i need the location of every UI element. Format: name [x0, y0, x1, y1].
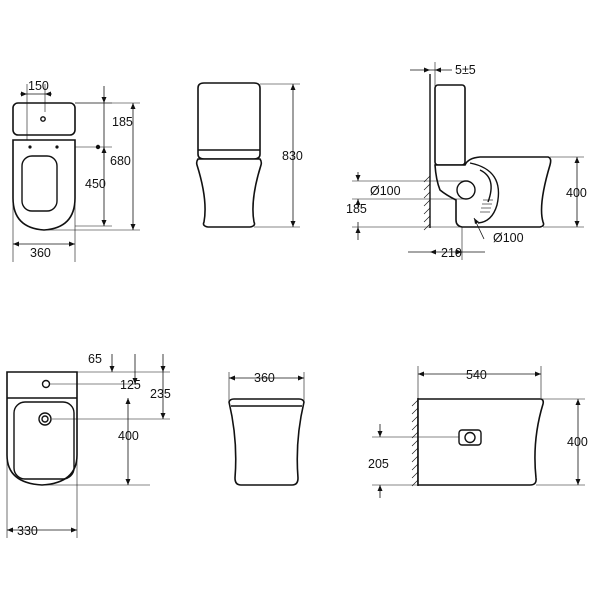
bidet-top-basin: [13, 401, 75, 480]
wc-top-dim-680: 680: [110, 154, 131, 168]
wc-top-dim-185: 185: [112, 115, 133, 129]
wc-side-dim-outlet: Ø100: [370, 184, 401, 198]
wc-top-flush-hole: [40, 116, 46, 122]
wc-top-dim-360: 360: [30, 246, 51, 260]
bidet-front-view: 360: [228, 371, 305, 486]
wc-top-hinge-left: [28, 145, 32, 149]
wc-top-tank: [12, 102, 76, 136]
bidet-top-dim-65: 65: [88, 352, 102, 366]
bidet-top-dim-400: 400: [118, 429, 139, 443]
bidet-side-wall-hatch: [411, 399, 419, 487]
bidet-side-view: 540 400 205: [368, 366, 588, 498]
wc-front-bowl: [195, 158, 263, 228]
wc-top-dim-150: 150: [28, 79, 49, 93]
bidet-front-body: [228, 398, 305, 486]
wc-top-dim-450: 450: [85, 177, 106, 191]
bidet-top-view: 65 125 235 400 330: [6, 352, 171, 538]
bidet-top-drain-outer: [38, 412, 52, 426]
wc-side-dim-inlet: Ø100: [493, 231, 524, 245]
bidet-top-drain-inner: [41, 415, 49, 423]
wc-front-dim-830: 830: [282, 149, 303, 163]
wc-side-bowl: [434, 156, 552, 228]
wc-side-dim-gap: 5±5: [455, 63, 476, 77]
bidet-top-outline: [6, 371, 78, 486]
wc-top-view: 150 185 450 680 360: [12, 79, 140, 262]
wc-side-dim-185: 185: [346, 202, 367, 216]
bidet-top-dim-235: 235: [150, 387, 171, 401]
bidet-side-dim-540: 540: [466, 368, 487, 382]
bidet-top-tap-hole: [41, 379, 51, 389]
wc-side-dim-400: 400: [566, 186, 587, 200]
bidet-side-outlet-pipe: [464, 431, 476, 444]
bidet-side-outlet: [458, 429, 482, 446]
wc-top-seat: [21, 155, 58, 212]
bidet-side-dim-400: 400: [567, 435, 588, 449]
wc-side-trap-inner: [479, 169, 492, 203]
wc-front-view: 830: [195, 82, 303, 228]
wc-side-wall-hatch: [423, 175, 431, 231]
bidet-side-dim-205: 205: [368, 457, 389, 471]
wc-side-dim-210: 210: [441, 246, 462, 260]
bidet-top-dim-330: 330: [17, 524, 38, 538]
wc-side-trap-outer: [469, 162, 500, 224]
bidet-front-dim-360: 360: [254, 371, 275, 385]
wc-top-hinge-right: [55, 145, 59, 149]
wc-front-tank: [197, 82, 261, 160]
wc-side-tank: [434, 84, 466, 166]
bidet-top-dim-125: 125: [120, 378, 141, 392]
wc-side-view: 5±5 Ø100 185 400 210 Ø100: [346, 62, 587, 260]
wc-side-trap-hatch: [480, 199, 493, 213]
